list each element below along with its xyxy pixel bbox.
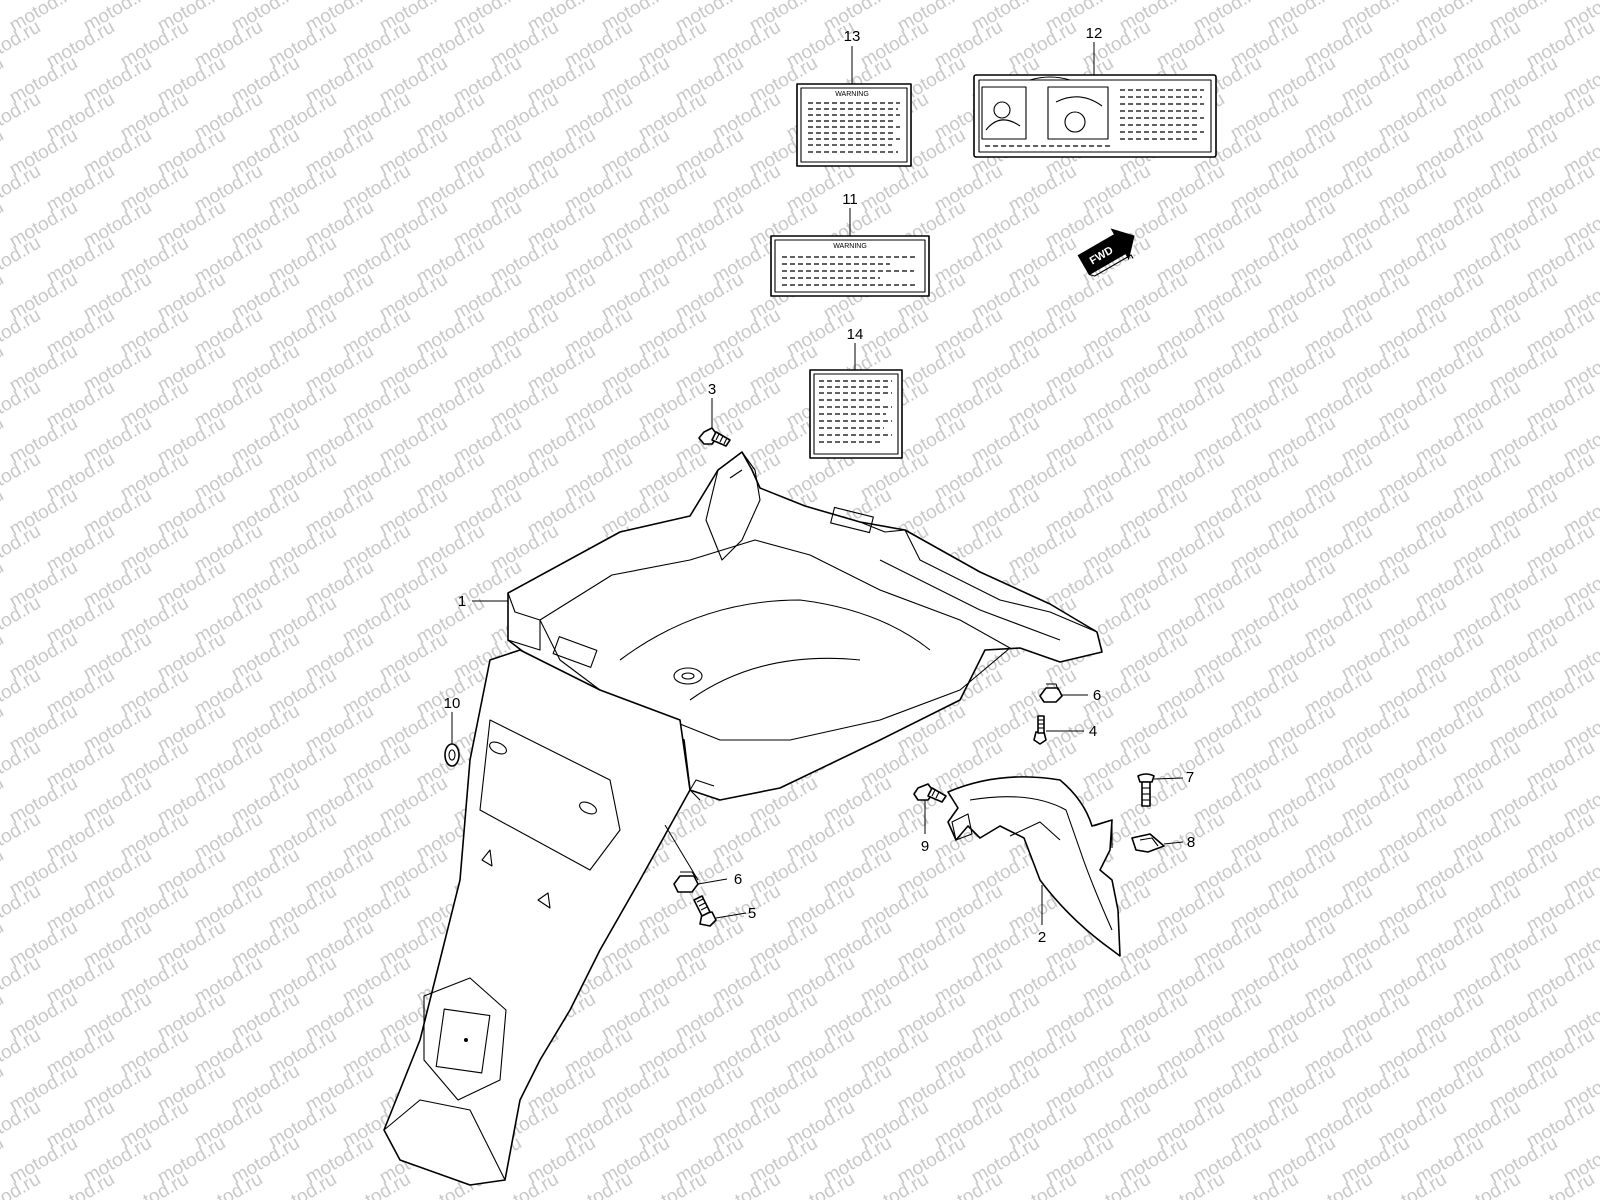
callout-3: 3 bbox=[708, 381, 716, 398]
part-11-warning-label[interactable]: WARNING bbox=[770, 235, 930, 297]
watermark-text: motod.ru bbox=[0, 881, 44, 937]
watermark-text: motod.ru bbox=[0, 161, 44, 217]
watermark-text: motod.ru bbox=[0, 17, 44, 73]
watermark-text: motod.ru bbox=[0, 953, 44, 1009]
watermark-text: motod.ru bbox=[0, 1097, 44, 1153]
watermark-text: motod.ru bbox=[0, 197, 7, 253]
watermark-text: motod.ru bbox=[0, 701, 7, 757]
callout-6-left: 6 bbox=[734, 871, 742, 888]
watermark-text: motod.ru bbox=[0, 989, 7, 1045]
callout-6-right: 6 bbox=[1093, 687, 1101, 704]
watermark-text: motod.ru bbox=[0, 557, 7, 613]
part-6-nut-right[interactable] bbox=[1039, 683, 1063, 703]
watermark-text: motod.ru bbox=[0, 665, 44, 721]
callout-13: 13 bbox=[844, 28, 861, 45]
callout-11: 11 bbox=[842, 191, 858, 208]
watermark-text: motod.ru bbox=[0, 917, 7, 973]
part-4-bolt[interactable] bbox=[1033, 715, 1047, 745]
watermark-text: motod.ru bbox=[0, 125, 7, 181]
part-12-info-label[interactable] bbox=[973, 74, 1217, 158]
callout-8: 8 bbox=[1187, 834, 1195, 851]
callout-14: 14 bbox=[847, 326, 864, 343]
watermark-text: motod.ru bbox=[0, 1025, 44, 1081]
watermark-text: motod.ru bbox=[0, 1133, 7, 1189]
part-6-nut-left[interactable] bbox=[673, 871, 699, 893]
callout-1: 1 bbox=[458, 593, 466, 610]
watermark-text: motod.ru bbox=[0, 773, 7, 829]
callout-5: 5 bbox=[748, 905, 756, 922]
watermark-text: motod.ru bbox=[0, 629, 7, 685]
callout-2: 2 bbox=[1038, 929, 1046, 946]
callout-7: 7 bbox=[1186, 769, 1194, 786]
part-14-info-label[interactable] bbox=[809, 369, 903, 459]
part-1-rear-fender[interactable] bbox=[383, 451, 1103, 1186]
part-10-grommet[interactable] bbox=[444, 743, 460, 767]
watermark-text: motod.ru bbox=[0, 809, 44, 865]
watermark-text: motod.ru bbox=[0, 449, 44, 505]
watermark-text: motod.ru bbox=[0, 521, 44, 577]
part-8-clip-nut[interactable] bbox=[1131, 833, 1165, 853]
callout-numbers: 13 12 11 14 3 1 10 6 4 7 8 9 6 5 2 bbox=[444, 25, 1196, 946]
callout-10: 10 bbox=[444, 695, 461, 712]
watermark-text: motod.ru bbox=[0, 341, 7, 397]
watermark-text: motod.ru bbox=[0, 89, 44, 145]
label-13-heading: WARNING bbox=[835, 91, 869, 98]
watermark-text: motod.ru bbox=[0, 413, 7, 469]
watermark-text: motod.ru bbox=[0, 305, 44, 361]
fwd-direction-arrow: FWD bbox=[1077, 228, 1135, 277]
part-7-screw[interactable] bbox=[1137, 773, 1155, 807]
watermark-text: motod.ru bbox=[0, 233, 44, 289]
part-9-bolt[interactable] bbox=[913, 783, 947, 803]
watermark-text: motod.ru bbox=[0, 845, 7, 901]
watermark-text: motod.ru bbox=[0, 269, 7, 325]
leader-lines bbox=[451, 42, 1184, 925]
part-5-bolt[interactable] bbox=[693, 895, 717, 927]
callout-12: 12 bbox=[1086, 25, 1103, 42]
callout-4: 4 bbox=[1089, 723, 1097, 740]
watermark-text: motod.ru bbox=[0, 1061, 7, 1117]
callout-9: 9 bbox=[921, 838, 929, 855]
part-3-bolt[interactable] bbox=[698, 427, 731, 447]
watermark-text: motod.ru bbox=[0, 53, 7, 109]
part-2-splash-guard[interactable] bbox=[947, 776, 1121, 957]
watermark-text: motod.ru bbox=[0, 485, 7, 541]
watermark-text: motod.ru bbox=[0, 593, 44, 649]
label-11-heading: WARNING bbox=[833, 243, 867, 250]
watermark-text: motod.ru bbox=[0, 377, 44, 433]
part-13-warning-label[interactable]: WARNING bbox=[796, 83, 912, 167]
watermark-text: motod.ru bbox=[0, 737, 44, 793]
